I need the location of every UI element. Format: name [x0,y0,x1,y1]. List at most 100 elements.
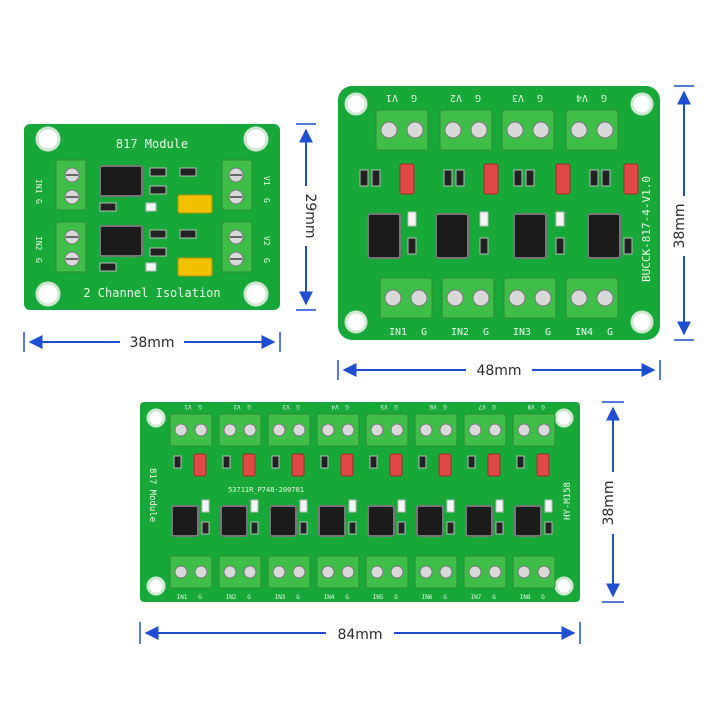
leds [407,211,565,227]
svg-text:G: G [247,594,251,601]
jumper-red [536,453,550,477]
led [145,262,157,272]
svg-text:V7: V7 [478,403,486,410]
led [446,499,455,513]
dimension-medium-height: 38mm [672,85,694,341]
smd-resistor [446,521,455,535]
svg-text:V3: V3 [282,403,290,410]
svg-text:G: G [411,92,417,103]
jumper-yellow [177,194,213,214]
svg-text:IN1: IN1 [389,327,407,338]
dimension-small-width: 38mm [23,332,281,352]
led [397,499,406,513]
terminal-block [218,413,262,447]
dimension-label: 38mm [672,203,688,248]
terminal-block-right-2 [221,221,253,273]
pin-label-v2: V2 [262,236,271,246]
svg-text:IN5: IN5 [373,594,384,601]
svg-text:V1: V1 [184,403,192,410]
dimension-label: 84mm [337,627,382,643]
pin-label-g: G [34,258,43,263]
board-small-top-label: 817 Module [116,137,188,151]
svg-text:IN3: IN3 [513,327,531,338]
optocoupler-chip [367,505,395,537]
optocoupler-chip [220,505,248,537]
svg-text:G: G [492,403,496,410]
svg-text:G: G [345,594,349,601]
terminal-blocks-top [375,109,619,151]
svg-text:V1: V1 [386,92,398,103]
board-large-part-number: 53711R_P748-200701 [228,486,304,494]
dimension-small-height: 29mm [296,123,318,311]
mounting-holes [35,126,269,307]
smd-resistor [173,455,182,469]
led [145,202,157,212]
smd-resistor [250,521,259,535]
svg-text:IN7: IN7 [471,594,482,601]
svg-text:G: G [541,594,545,601]
optocoupler-chip [416,505,444,537]
terminal-block [512,413,556,447]
smd-resistor [348,521,357,535]
svg-text:G: G [545,327,551,338]
svg-text:IN6: IN6 [422,594,433,601]
dimension-label: 38mm [601,480,617,525]
svg-text:G: G [296,403,300,410]
board-small: 817 Module 2 Channel Isolation IN1 G IN2… [24,124,280,310]
terminal-block [267,413,311,447]
pcb [24,124,280,310]
svg-text:G: G [475,92,481,103]
led [250,499,259,513]
smd-resistor [418,455,427,469]
svg-text:G: G [296,594,300,601]
optocoupler-chips [171,499,553,537]
pin-label-v1: V1 [262,176,271,186]
board-small-bottom-label: 2 Channel Isolation [83,286,220,300]
svg-text:G: G [198,403,202,410]
smd-resistor [320,455,329,469]
smd-resistors [359,169,633,255]
optocoupler-chip [171,505,199,537]
terminal-block [169,555,213,589]
terminal-block [512,555,556,589]
terminal-block [365,413,409,447]
smd-resistor [222,455,231,469]
svg-text:V3: V3 [512,92,524,103]
jumper-red [242,453,256,477]
svg-text:IN8: IN8 [520,594,531,601]
jumper-yellow [177,257,213,277]
pin-label-in2: IN2 [34,236,43,251]
terminal-block [169,413,213,447]
mounting-holes [146,408,574,596]
optocoupler-chips [367,213,621,259]
svg-text:IN2: IN2 [226,594,237,601]
jumper-red [438,453,452,477]
bottom-pin-labels: IN1 G IN2 G IN3 G IN4 G IN5 G IN6 G IN7 … [177,594,546,601]
jumpers-red [173,453,550,477]
terminal-block [365,555,409,589]
jumper-red [389,453,403,477]
svg-text:IN1: IN1 [177,594,188,601]
smd-resistor [516,455,525,469]
smd-resistor [271,455,280,469]
svg-text:G: G [601,92,607,103]
svg-text:IN2: IN2 [451,327,469,338]
smd-resistor [369,455,378,469]
optocoupler-chips [99,165,143,257]
mounting-holes [344,92,654,334]
optocoupler-chip [514,505,542,537]
svg-text:G: G [198,594,202,601]
terminal-block [316,555,360,589]
board-large-module-label: 817 Module [147,468,157,522]
svg-text:G: G [483,327,489,338]
dimension-label: 38mm [129,335,174,351]
dimension-label: 29mm [302,193,318,238]
dimension-medium-width: 48mm [337,360,661,380]
optocoupler-chip [318,505,346,537]
led [299,499,308,513]
jumper-red [487,453,501,477]
terminal-block [316,413,360,447]
led [201,499,210,513]
pin-label-g: G [262,258,271,263]
